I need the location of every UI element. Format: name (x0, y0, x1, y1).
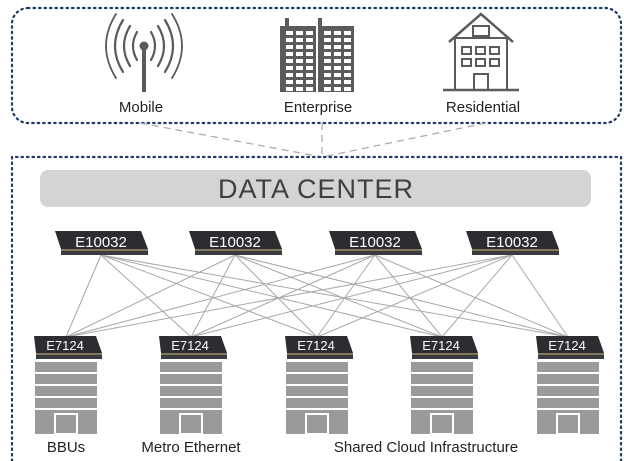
link-spine-4-leaf-5 (511, 254, 569, 338)
link-spine-2-leaf-2 (190, 254, 236, 338)
label-bbus: BBUs (47, 439, 85, 456)
server-rack-3 (286, 362, 348, 435)
link-spine-4-leaf-1 (65, 254, 513, 338)
spine-switch-label-1: E10032 (75, 234, 127, 251)
server-rack-4 (411, 362, 473, 435)
leaf-switch-label-1: E7124 (46, 338, 84, 353)
link-spine-3-leaf-2 (190, 254, 376, 338)
server-rack-1 (35, 362, 97, 435)
link-spine-4-leaf-4 (441, 254, 513, 338)
data-center-title: DATA CENTER (218, 174, 414, 204)
office-buildings-icon (280, 18, 354, 92)
leaf-switch-5: E7124 (536, 336, 604, 359)
spine-switch-label-2: E10032 (209, 234, 261, 251)
link-spine-1-leaf-2 (100, 254, 192, 338)
leaf-switch-4: E7124 (410, 336, 478, 359)
link-spine-4-leaf-3 (316, 254, 513, 338)
customer-label-residential: Residential (446, 99, 520, 116)
customers-box (10, 6, 623, 125)
data-center-banner (40, 170, 591, 207)
leaf-switch-label-5: E7124 (548, 338, 586, 353)
server-rack-5 (537, 362, 599, 435)
customer-label-enterprise: Enterprise (284, 99, 352, 116)
cell-tower-icon (105, 13, 183, 92)
label-shared-cloud: Shared Cloud Infrastructure (334, 439, 518, 456)
link-spine-3-leaf-5 (374, 254, 569, 338)
link-spine-1-leaf-1 (65, 254, 102, 338)
link-spine-3-leaf-1 (65, 254, 376, 338)
spine-switch-1: E10032 (55, 231, 148, 255)
residential-connector (321, 122, 487, 158)
link-spine-1-leaf-4 (100, 254, 443, 338)
leaf-switch-label-3: E7124 (297, 338, 335, 353)
link-spine-2-leaf-4 (234, 254, 443, 338)
link-spine-4-leaf-2 (190, 254, 513, 338)
leaf-switch-1: E7124 (34, 336, 102, 359)
spine-switch-3: E10032 (329, 231, 422, 255)
leaf-switch-3: E7124 (285, 336, 353, 359)
spine-leaf-links (65, 254, 569, 338)
link-spine-1-leaf-5 (100, 254, 569, 338)
leaf-switch-label-2: E7124 (171, 338, 209, 353)
link-spine-2-leaf-1 (65, 254, 236, 338)
house-icon (443, 12, 519, 92)
spine-switch-2: E10032 (189, 231, 282, 255)
mobile-connector (139, 122, 323, 158)
link-spine-1-leaf-3 (100, 254, 318, 338)
customer-label-mobile: Mobile (119, 99, 163, 116)
spine-switch-label-3: E10032 (349, 234, 401, 251)
link-spine-3-leaf-4 (374, 254, 443, 338)
link-spine-3-leaf-3 (316, 254, 376, 338)
leaf-switch-2: E7124 (159, 336, 227, 359)
server-rack-2 (160, 362, 222, 435)
link-spine-2-leaf-3 (234, 254, 318, 338)
label-metro-ethernet: Metro Ethernet (141, 439, 241, 456)
customer-connectors (139, 122, 487, 158)
leaf-switch-label-4: E7124 (422, 338, 460, 353)
spine-switch-label-4: E10032 (486, 234, 538, 251)
spine-switch-4: E10032 (466, 231, 559, 255)
link-spine-2-leaf-5 (234, 254, 569, 338)
